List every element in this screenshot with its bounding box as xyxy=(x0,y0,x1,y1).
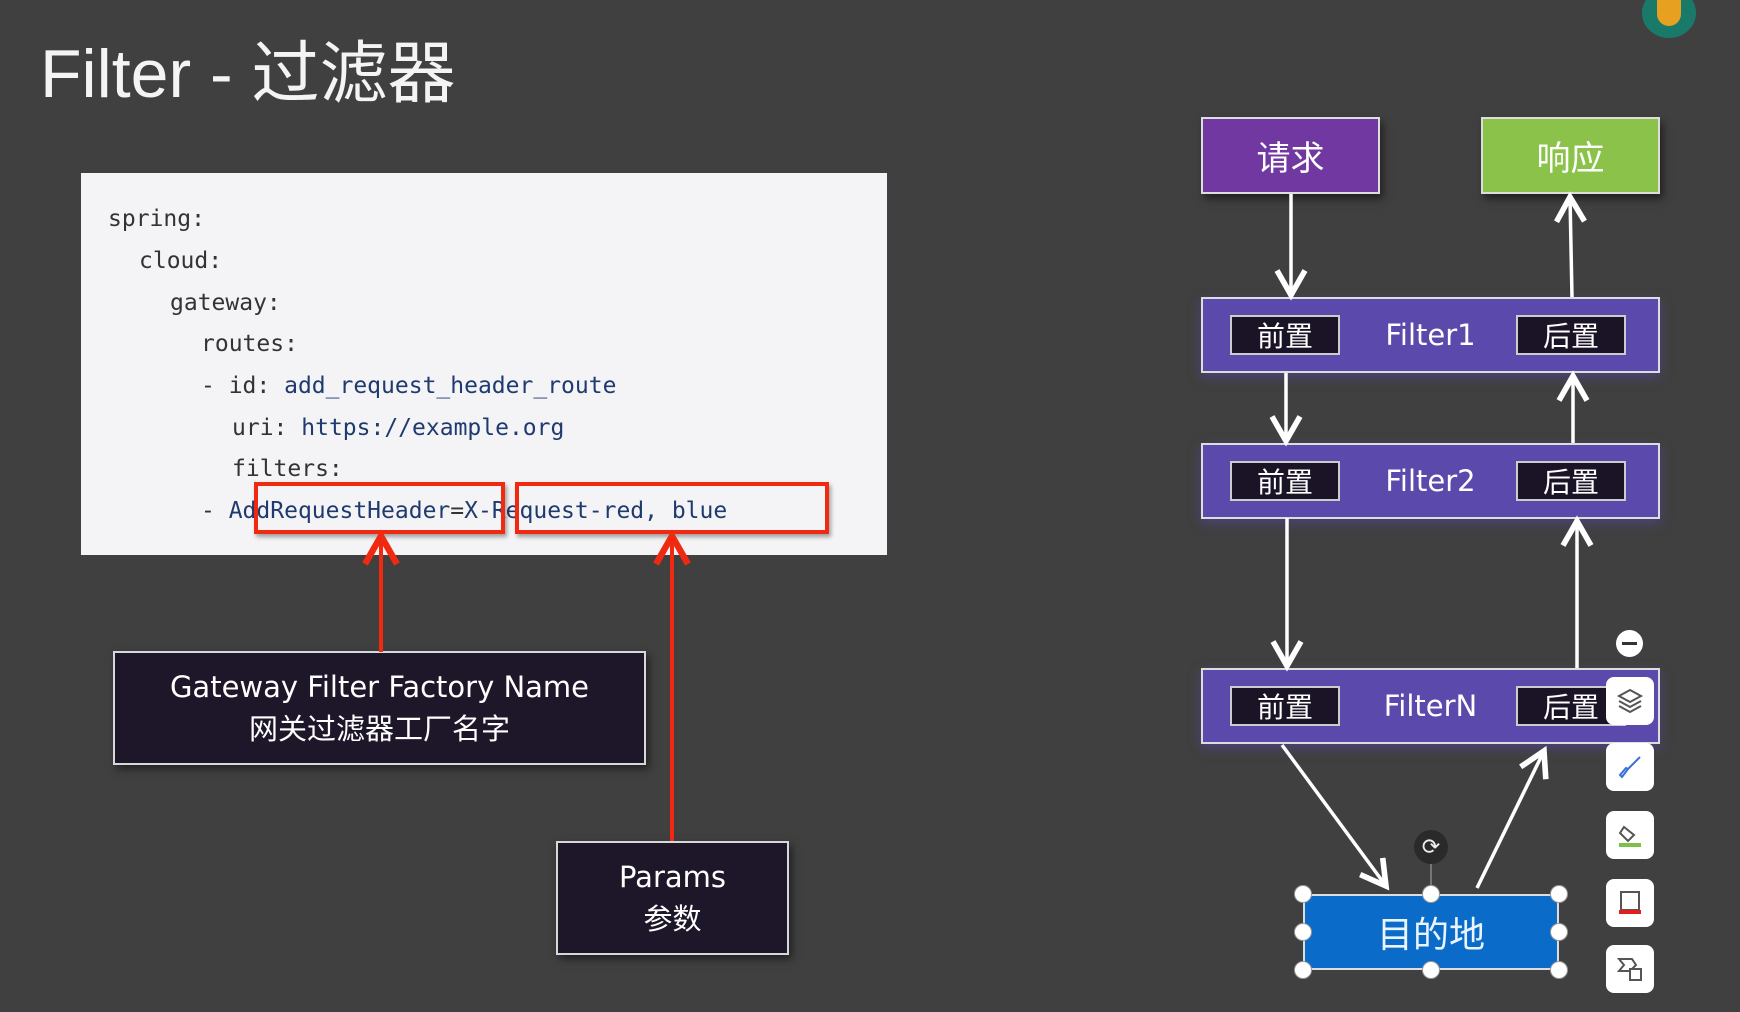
arrow xyxy=(1280,743,1390,891)
code-key: = xyxy=(450,498,465,524)
filter-label: FilterN xyxy=(1383,689,1478,723)
factory-name-callout: Gateway Filter Factory Name 网关过滤器工厂名字 xyxy=(113,651,646,765)
arrow xyxy=(1554,191,1587,298)
pre-filter: 前置 xyxy=(1230,315,1340,355)
outline-icon[interactable] xyxy=(1606,879,1654,927)
code-line: routes: xyxy=(201,331,298,357)
code-line: cloud: xyxy=(139,248,223,274)
code-line: - id: add_request_header_route xyxy=(201,371,616,401)
arrow xyxy=(1475,745,1549,889)
code-key: uri: xyxy=(232,415,302,441)
rotate-handle-icon[interactable]: ⟳ xyxy=(1414,830,1448,864)
resize-handle[interactable] xyxy=(1294,923,1312,941)
code-line: gateway: xyxy=(170,290,281,316)
post-filter: 后置 xyxy=(1516,461,1626,501)
collapse-icon[interactable] xyxy=(1616,630,1643,657)
filter-label: Filter1 xyxy=(1385,318,1476,352)
filter-row: Filter2 前置 后置 xyxy=(1201,443,1660,519)
resize-handle[interactable] xyxy=(1422,885,1440,903)
slide-title: Filter - 过滤器 xyxy=(40,36,456,112)
alt-text-icon[interactable] xyxy=(1606,945,1654,993)
code-value: https://example.org xyxy=(301,415,565,441)
pre-filter: 前置 xyxy=(1230,461,1340,501)
code-line: - AddRequestHeader=X-Request-red, blue xyxy=(201,496,727,526)
code-block: spring: cloud: gateway: routes: - id: ad… xyxy=(81,173,887,555)
callout-text: Params xyxy=(618,860,726,894)
request-box: 请求 xyxy=(1201,117,1380,194)
fill-icon[interactable] xyxy=(1606,811,1654,859)
brush-icon[interactable] xyxy=(1606,743,1654,791)
resize-handle[interactable] xyxy=(1422,961,1440,979)
params-callout: Params 参数 xyxy=(556,841,789,955)
post-filter: 后置 xyxy=(1516,315,1626,355)
code-line: filters: xyxy=(232,456,343,482)
code-key: - id: xyxy=(201,373,285,399)
pre-filter: 前置 xyxy=(1230,686,1340,726)
callout-text: Gateway Filter Factory Name xyxy=(169,670,590,704)
callout-text: 参数 xyxy=(643,902,702,936)
filter-name: AddRequestHeader xyxy=(228,498,451,524)
filter-label: Filter2 xyxy=(1385,464,1476,498)
layers-icon[interactable] xyxy=(1606,677,1654,725)
code-key: - xyxy=(201,498,229,524)
callout-text: 网关过滤器工厂名字 xyxy=(248,712,510,746)
filter-params: X-Request-red, blue xyxy=(464,498,728,524)
code-line: uri: https://example.org xyxy=(232,413,564,443)
code-line: spring: xyxy=(108,206,205,232)
code-value: add_request_header_route xyxy=(284,373,617,399)
resize-handle[interactable] xyxy=(1550,961,1568,979)
resize-handle[interactable] xyxy=(1550,885,1568,903)
destination-box[interactable]: 目的地 xyxy=(1303,894,1559,970)
resize-handle[interactable] xyxy=(1550,923,1568,941)
filter-row: FilterN 前置 后置 xyxy=(1201,668,1660,744)
filter-row: Filter1 前置 后置 xyxy=(1201,297,1660,373)
resize-handle[interactable] xyxy=(1294,885,1312,903)
resize-handle[interactable] xyxy=(1294,961,1312,979)
